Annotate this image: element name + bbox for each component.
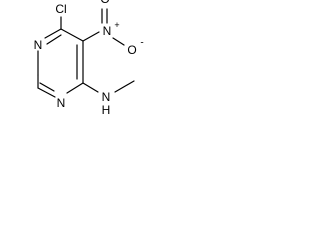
molecule-structure-diagram: Cl N + O O - N N N H <box>34 0 144 117</box>
bond-n1-c6 <box>44 28 62 39</box>
atom-ring-nitrogen-bottom-label: N <box>57 96 66 110</box>
atom-amine-hydrogen-label: H <box>102 103 111 117</box>
bond-n1-c6-double <box>46 34 62 45</box>
bond-c5-n-nitro <box>82 31 100 42</box>
bond-n-amine-methyl <box>114 80 135 93</box>
atom-oxygen-bottom-label: O <box>127 43 136 57</box>
bond-c4-n3 <box>66 82 84 94</box>
bond-n3-c2-double <box>39 82 55 92</box>
atom-nitro-nitrogen-label: N <box>103 24 112 38</box>
atom-chlorine-label: Cl <box>55 2 66 16</box>
atom-nitro-nitrogen-charge: + <box>114 20 119 30</box>
atom-oxygen-bottom-charge: - <box>140 38 143 49</box>
atom-ring-nitrogen-top-label: N <box>34 38 43 52</box>
bond-c4-n-amine <box>82 82 99 93</box>
bond-n-nitro-o-bottom <box>112 37 125 46</box>
bond-c6-c5 <box>60 28 84 42</box>
bond-n3-c2 <box>37 87 56 98</box>
atom-amine-nitrogen-label: N <box>102 90 111 104</box>
atom-oxygen-top-label: O <box>100 0 109 6</box>
